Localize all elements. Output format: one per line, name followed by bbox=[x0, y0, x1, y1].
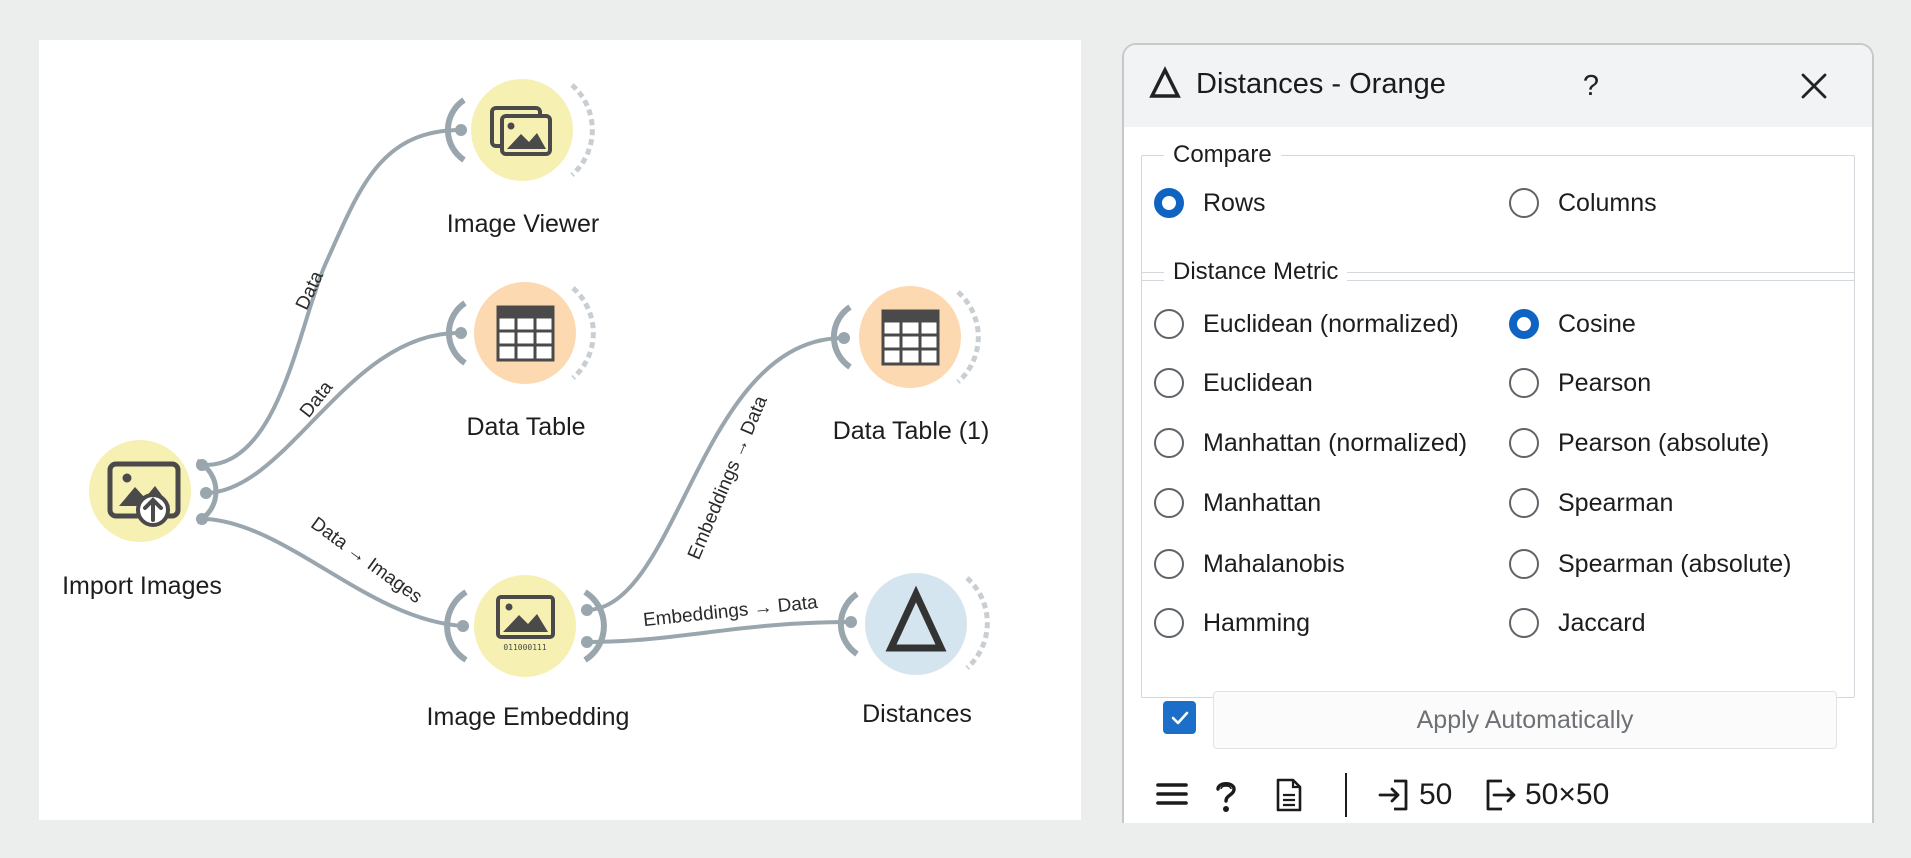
document-icon bbox=[1276, 778, 1302, 812]
link-label: Data bbox=[292, 268, 328, 314]
radio-indicator bbox=[1509, 549, 1539, 579]
image-viewer-node[interactable] bbox=[444, 79, 595, 181]
radio-jaccard[interactable]: Jaccard bbox=[1509, 608, 1646, 638]
radio-indicator bbox=[1509, 188, 1539, 218]
status-divider bbox=[1345, 773, 1347, 817]
compare-group: Compare bbox=[1141, 141, 1855, 281]
link-import-embedding[interactable] bbox=[205, 517, 465, 628]
input-count: 50 bbox=[1419, 778, 1453, 811]
delta-icon bbox=[1149, 66, 1181, 98]
node-label-image-embedding: Image Embedding bbox=[426, 703, 630, 731]
distance-metric-title: Distance Metric bbox=[1164, 258, 1348, 286]
embedding-bits: 011000111 bbox=[503, 643, 547, 652]
output-summary[interactable]: 50×50 bbox=[1483, 778, 1609, 812]
radio-manhattan[interactable]: Manhattan bbox=[1154, 488, 1321, 518]
radio-indicator bbox=[1154, 188, 1184, 218]
output-size: 50×50 bbox=[1525, 778, 1610, 811]
radio-indicator bbox=[1509, 428, 1539, 458]
radio-label: Spearman bbox=[1558, 488, 1674, 517]
radio-cosine[interactable]: Cosine bbox=[1509, 309, 1636, 339]
radio-indicator bbox=[1154, 368, 1184, 398]
link-embedding-table1[interactable] bbox=[584, 336, 844, 612]
image-embedding-node[interactable]: 011000111 bbox=[444, 575, 607, 677]
table-icon bbox=[496, 305, 555, 362]
radio-manhattan-normalized[interactable]: Manhattan (normalized) bbox=[1154, 428, 1467, 458]
question-icon bbox=[1216, 782, 1236, 812]
radio-label: Pearson (absolute) bbox=[1558, 428, 1770, 457]
data-table-1-node[interactable] bbox=[830, 286, 981, 388]
radio-spearman-absolute[interactable]: Spearman (absolute) bbox=[1509, 549, 1791, 579]
radio-pearson[interactable]: Pearson bbox=[1509, 368, 1651, 398]
image-viewer-icon bbox=[490, 106, 552, 156]
radio-hamming[interactable]: Hamming bbox=[1154, 608, 1310, 638]
link-import-viewer[interactable] bbox=[204, 128, 463, 467]
radio-label: Mahalanobis bbox=[1203, 549, 1345, 578]
radio-label: Pearson bbox=[1558, 368, 1652, 397]
radio-label: Jaccard bbox=[1558, 608, 1646, 637]
radio-label: Manhattan bbox=[1203, 488, 1322, 517]
input-summary[interactable]: 50 bbox=[1377, 778, 1452, 812]
radio-label: Columns bbox=[1558, 188, 1657, 217]
input-icon bbox=[1378, 779, 1408, 811]
node-label-data-table-1: Data Table (1) bbox=[832, 417, 990, 445]
hamburger-icon bbox=[1156, 783, 1188, 805]
import-images-node[interactable] bbox=[89, 440, 219, 542]
table-icon bbox=[881, 309, 940, 366]
radio-label: Spearman (absolute) bbox=[1558, 549, 1792, 578]
radio-rows[interactable]: Rows bbox=[1154, 188, 1266, 218]
help-button[interactable] bbox=[1212, 778, 1240, 814]
close-button[interactable] bbox=[1789, 61, 1839, 111]
checkmark-icon bbox=[1171, 711, 1188, 724]
radio-indicator bbox=[1154, 428, 1184, 458]
radio-indicator bbox=[1509, 368, 1539, 398]
import-image-icon bbox=[107, 461, 181, 527]
menu-button[interactable] bbox=[1156, 778, 1188, 810]
radio-pearson-absolute[interactable]: Pearson (absolute) bbox=[1509, 428, 1769, 458]
radio-label: Manhattan (normalized) bbox=[1203, 428, 1468, 457]
radio-label: Euclidean bbox=[1203, 368, 1313, 397]
link-import-table[interactable] bbox=[205, 330, 463, 495]
radio-indicator bbox=[1509, 608, 1539, 638]
window-title: Distances - Orange bbox=[1196, 68, 1446, 100]
data-table-node[interactable] bbox=[445, 282, 596, 384]
radio-indicator bbox=[1154, 549, 1184, 579]
link-embedding-distances[interactable] bbox=[584, 620, 851, 644]
close-icon bbox=[1801, 73, 1827, 99]
radio-mahalanobis[interactable]: Mahalanobis bbox=[1154, 549, 1345, 579]
radio-indicator bbox=[1509, 309, 1539, 339]
radio-euclidean[interactable]: Euclidean bbox=[1154, 368, 1313, 398]
radio-label: Euclidean (normalized) bbox=[1203, 309, 1459, 338]
apply-automatically-checkbox[interactable] bbox=[1163, 701, 1196, 734]
distances-dialog: Distances - Orange ? Compare Rows Column… bbox=[1122, 43, 1874, 823]
workflow-canvas[interactable]: Data Data Data → Images Embeddings → Dat… bbox=[39, 40, 1081, 820]
compare-title: Compare bbox=[1164, 141, 1281, 169]
help-title-button[interactable]: ? bbox=[1582, 69, 1600, 102]
radio-columns[interactable]: Columns bbox=[1509, 188, 1657, 218]
radio-indicator bbox=[1154, 488, 1184, 518]
apply-automatically-button[interactable]: Apply Automatically bbox=[1213, 691, 1837, 749]
embedding-icon: 011000111 bbox=[496, 595, 555, 652]
delta-icon bbox=[885, 585, 947, 652]
node-label-image-viewer: Image Viewer bbox=[446, 210, 600, 238]
radio-label: Hamming bbox=[1203, 608, 1310, 637]
radio-label: Rows bbox=[1203, 188, 1266, 217]
node-label-distances: Distances bbox=[862, 700, 972, 728]
node-label-import-images: Import Images bbox=[62, 572, 222, 600]
radio-indicator bbox=[1154, 608, 1184, 638]
node-label-data-table: Data Table bbox=[466, 413, 586, 441]
distances-node[interactable] bbox=[837, 573, 990, 675]
radio-spearman[interactable]: Spearman bbox=[1509, 488, 1673, 518]
radio-euclidean-normalized[interactable]: Euclidean (normalized) bbox=[1154, 309, 1459, 339]
report-button[interactable] bbox=[1275, 778, 1303, 812]
radio-label: Cosine bbox=[1558, 309, 1636, 338]
radio-indicator bbox=[1154, 309, 1184, 339]
output-icon bbox=[1486, 779, 1516, 811]
title-bar[interactable]: Distances - Orange ? bbox=[1124, 45, 1872, 127]
radio-indicator bbox=[1509, 488, 1539, 518]
